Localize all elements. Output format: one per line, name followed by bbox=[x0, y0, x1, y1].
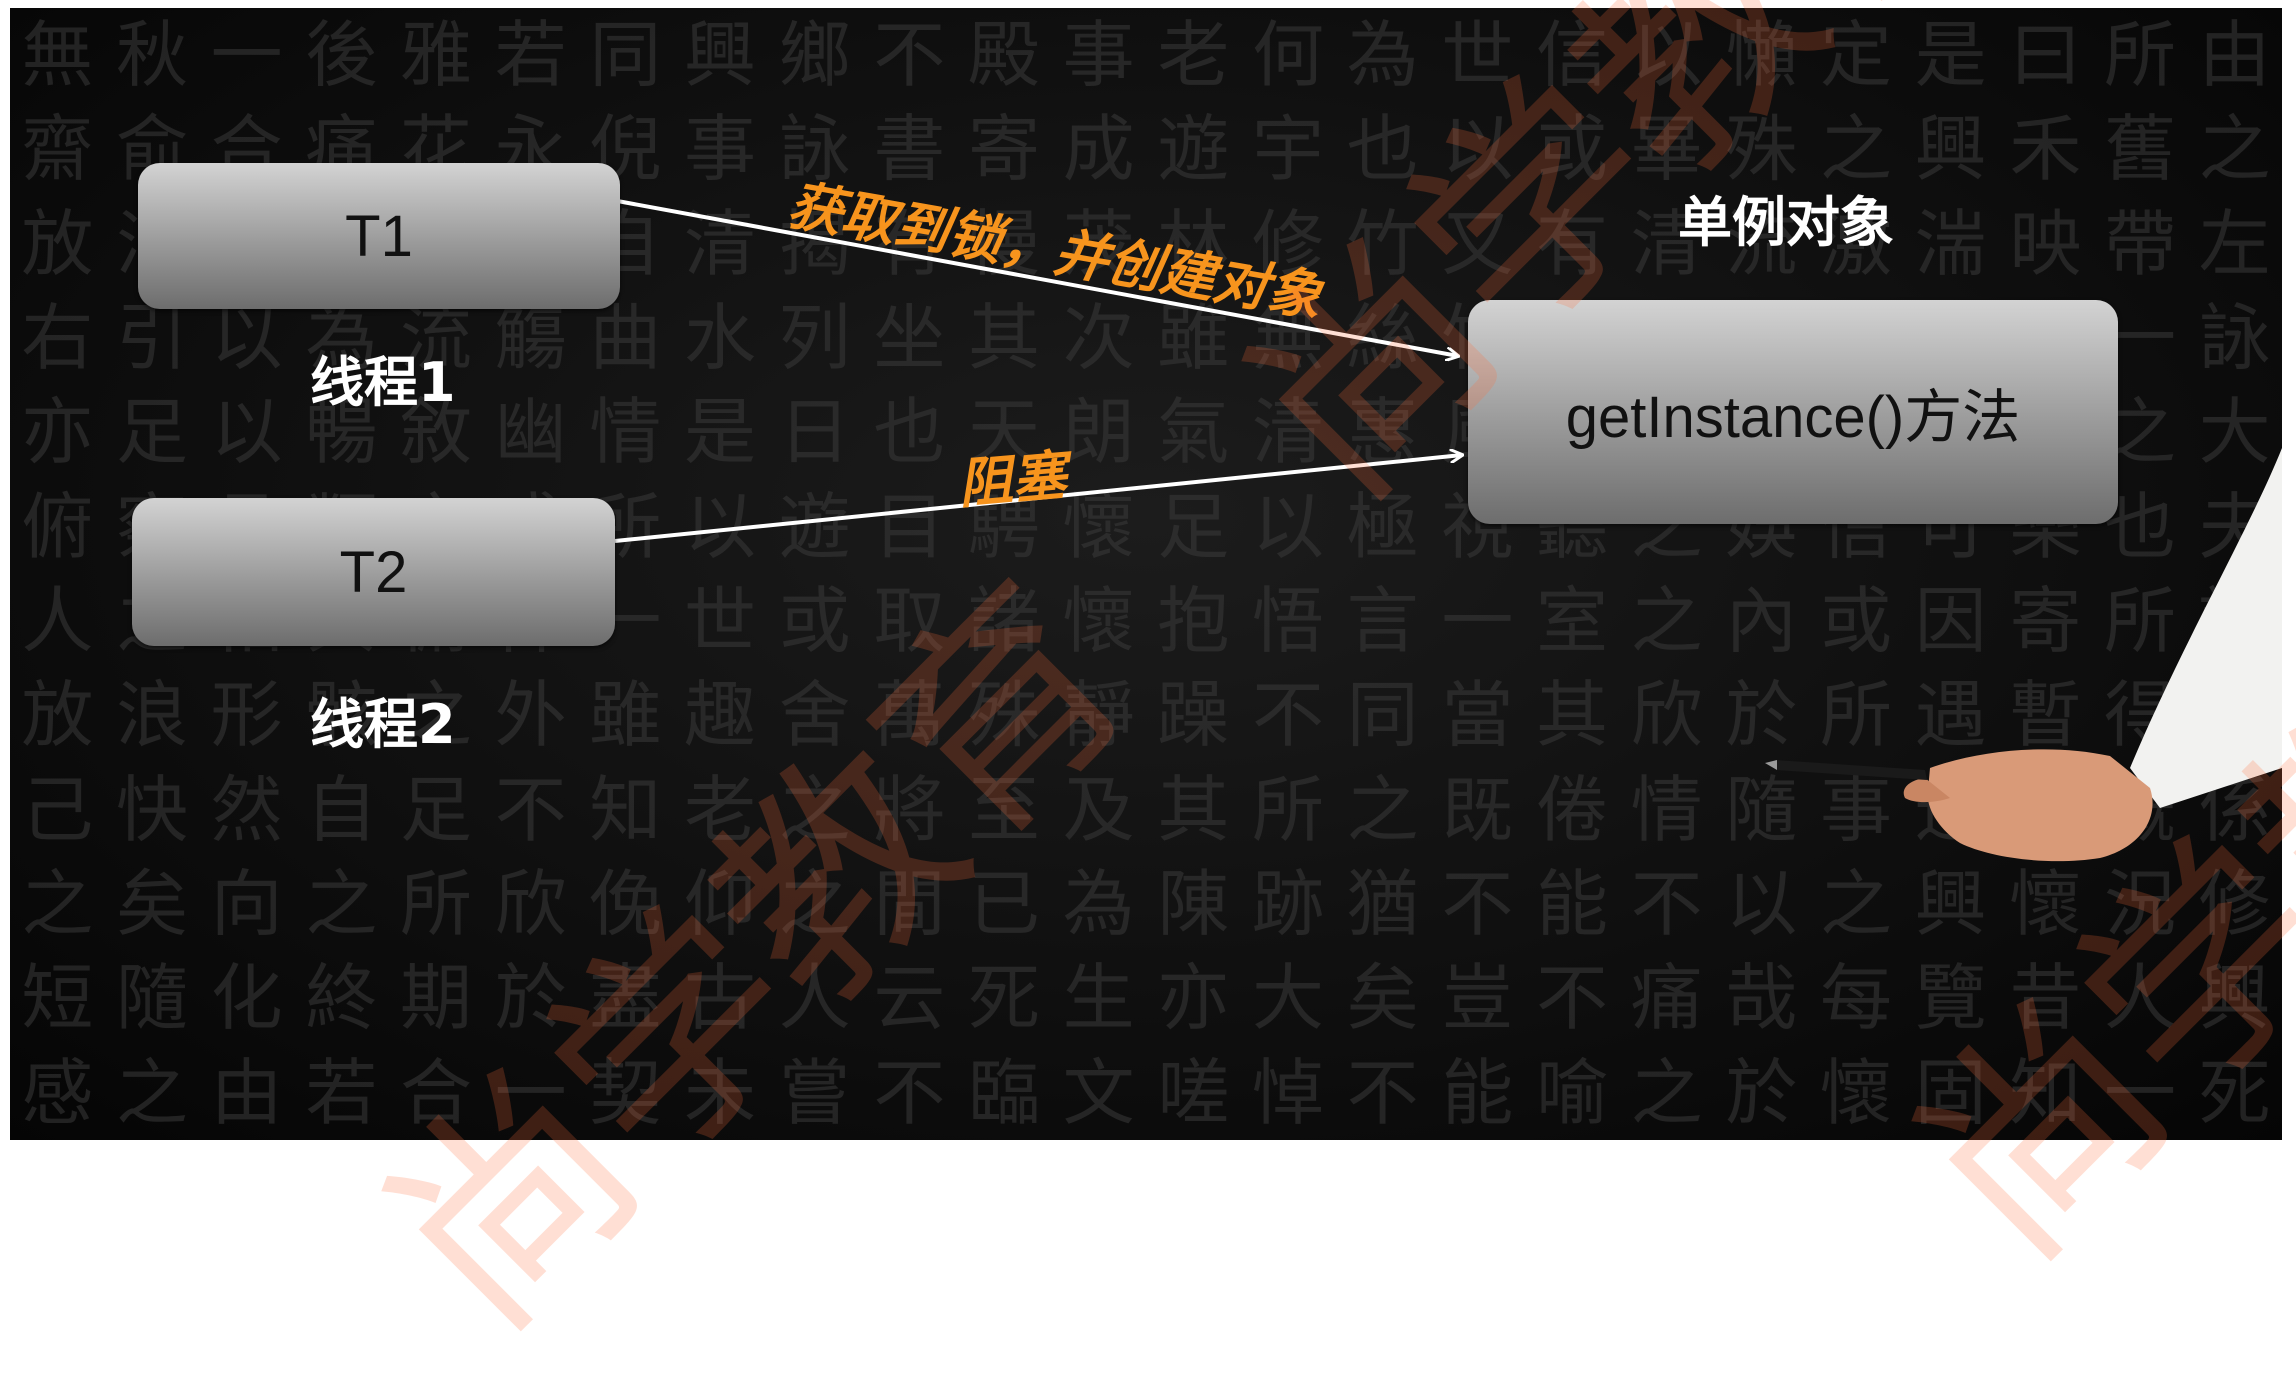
slide-background: 無秋一後雅若同興鄉不殿事老何為世信以懶定是曰所由齋俞合痛花永倪事詠書寄成遊宇也以… bbox=[10, 8, 2282, 1140]
thread-t2-label: T2 bbox=[339, 539, 408, 605]
thread-t1-label: T1 bbox=[345, 203, 413, 269]
presenter-thumb bbox=[1903, 778, 1950, 803]
presenter-hand bbox=[1927, 749, 2153, 862]
arrows-layer bbox=[611, 198, 2282, 543]
pen-tip bbox=[1765, 760, 1777, 770]
thread-t1-node: T1 bbox=[138, 163, 620, 309]
singleton-caption: 单例对象 bbox=[1678, 191, 1894, 254]
thread2-caption: 线程2 bbox=[310, 693, 456, 756]
arrow-t1-to-method bbox=[611, 198, 1458, 356]
arrow-t2-to-method bbox=[614, 455, 1462, 543]
thread1-caption: 线程1 bbox=[310, 351, 456, 414]
thread-t2-node: T2 bbox=[132, 498, 615, 646]
get-instance-method-node: getInstance()方法 bbox=[1468, 300, 2118, 524]
pen-icon bbox=[1775, 760, 1927, 780]
presenter-sleeve bbox=[2130, 448, 2282, 808]
presenter-hand-image bbox=[1765, 448, 2282, 862]
get-instance-method-label: getInstance()方法 bbox=[1565, 385, 2021, 450]
